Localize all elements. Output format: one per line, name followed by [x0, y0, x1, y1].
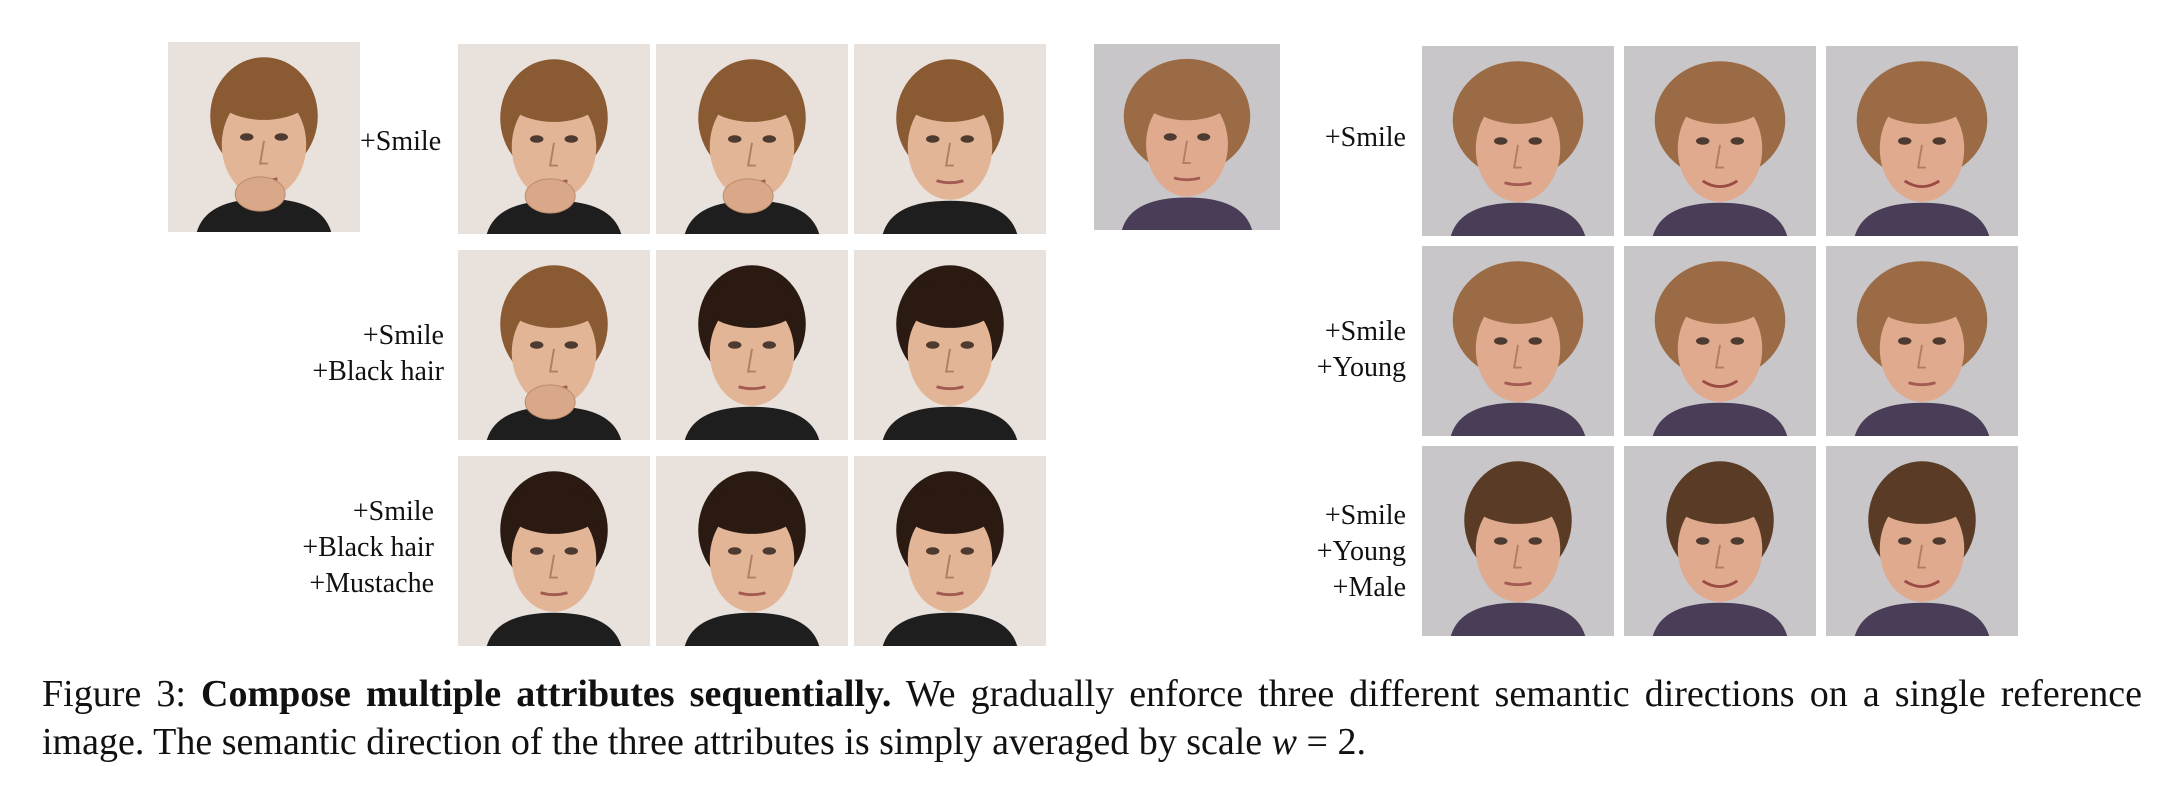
label-line: +Smile [352, 496, 434, 527]
caption-title: Compose multiple attributes sequentially… [201, 673, 892, 715]
label-line: +Smile [1324, 316, 1406, 347]
right-row1-label: +Smile [1200, 120, 1406, 156]
left-row1-label: +Smile [360, 124, 441, 160]
left-row3-image-3 [854, 456, 1046, 646]
label-line: +Young [1316, 352, 1406, 383]
caption-prefix: Figure 3: [42, 673, 202, 715]
label-line: +Mustache [309, 568, 434, 599]
figure-caption: Figure 3: Compose multiple attributes se… [42, 670, 2142, 766]
label-line: +Male [1332, 572, 1406, 603]
right-row3-image-2 [1624, 446, 1816, 636]
right-row2-image-1 [1422, 246, 1614, 436]
label-line: +Smile [1324, 122, 1406, 153]
right-row2-label: +Smile +Young [1200, 314, 1406, 386]
right-row1-image-3 [1826, 46, 2018, 236]
left-row2-label: +Smile +Black hair [240, 318, 444, 390]
right-reference-image [1094, 44, 1280, 230]
label-line: +Smile [362, 320, 444, 351]
label-line: +Young [1316, 536, 1406, 567]
left-row2-image-1 [458, 250, 650, 440]
left-row3-image-1 [458, 456, 650, 646]
caption-variable: w [1271, 721, 1298, 763]
label-line: +Smile [360, 126, 442, 157]
left-row1-image-3 [854, 44, 1046, 234]
left-row1-image-2 [656, 44, 848, 234]
right-row2-image-3 [1826, 246, 2018, 436]
label-line: +Black hair [312, 356, 444, 387]
left-reference-image [168, 42, 360, 232]
left-row2-image-3 [854, 250, 1046, 440]
right-row1-image-2 [1624, 46, 1816, 236]
right-row3-label: +Smile +Young +Male [1200, 498, 1406, 606]
left-row3-image-2 [656, 456, 848, 646]
right-row3-image-1 [1422, 446, 1614, 636]
right-row3-image-3 [1826, 446, 2018, 636]
left-row2-image-2 [656, 250, 848, 440]
caption-equation: = 2. [1297, 721, 1366, 763]
right-row2-image-2 [1624, 246, 1816, 436]
caption-body: We gradually enforce three different sem… [42, 673, 2142, 763]
left-row3-label: +Smile +Black hair +Mustache [230, 494, 434, 602]
label-line: +Black hair [302, 532, 434, 563]
left-row1-image-1 [458, 44, 650, 234]
right-row1-image-1 [1422, 46, 1614, 236]
label-line: +Smile [1324, 500, 1406, 531]
